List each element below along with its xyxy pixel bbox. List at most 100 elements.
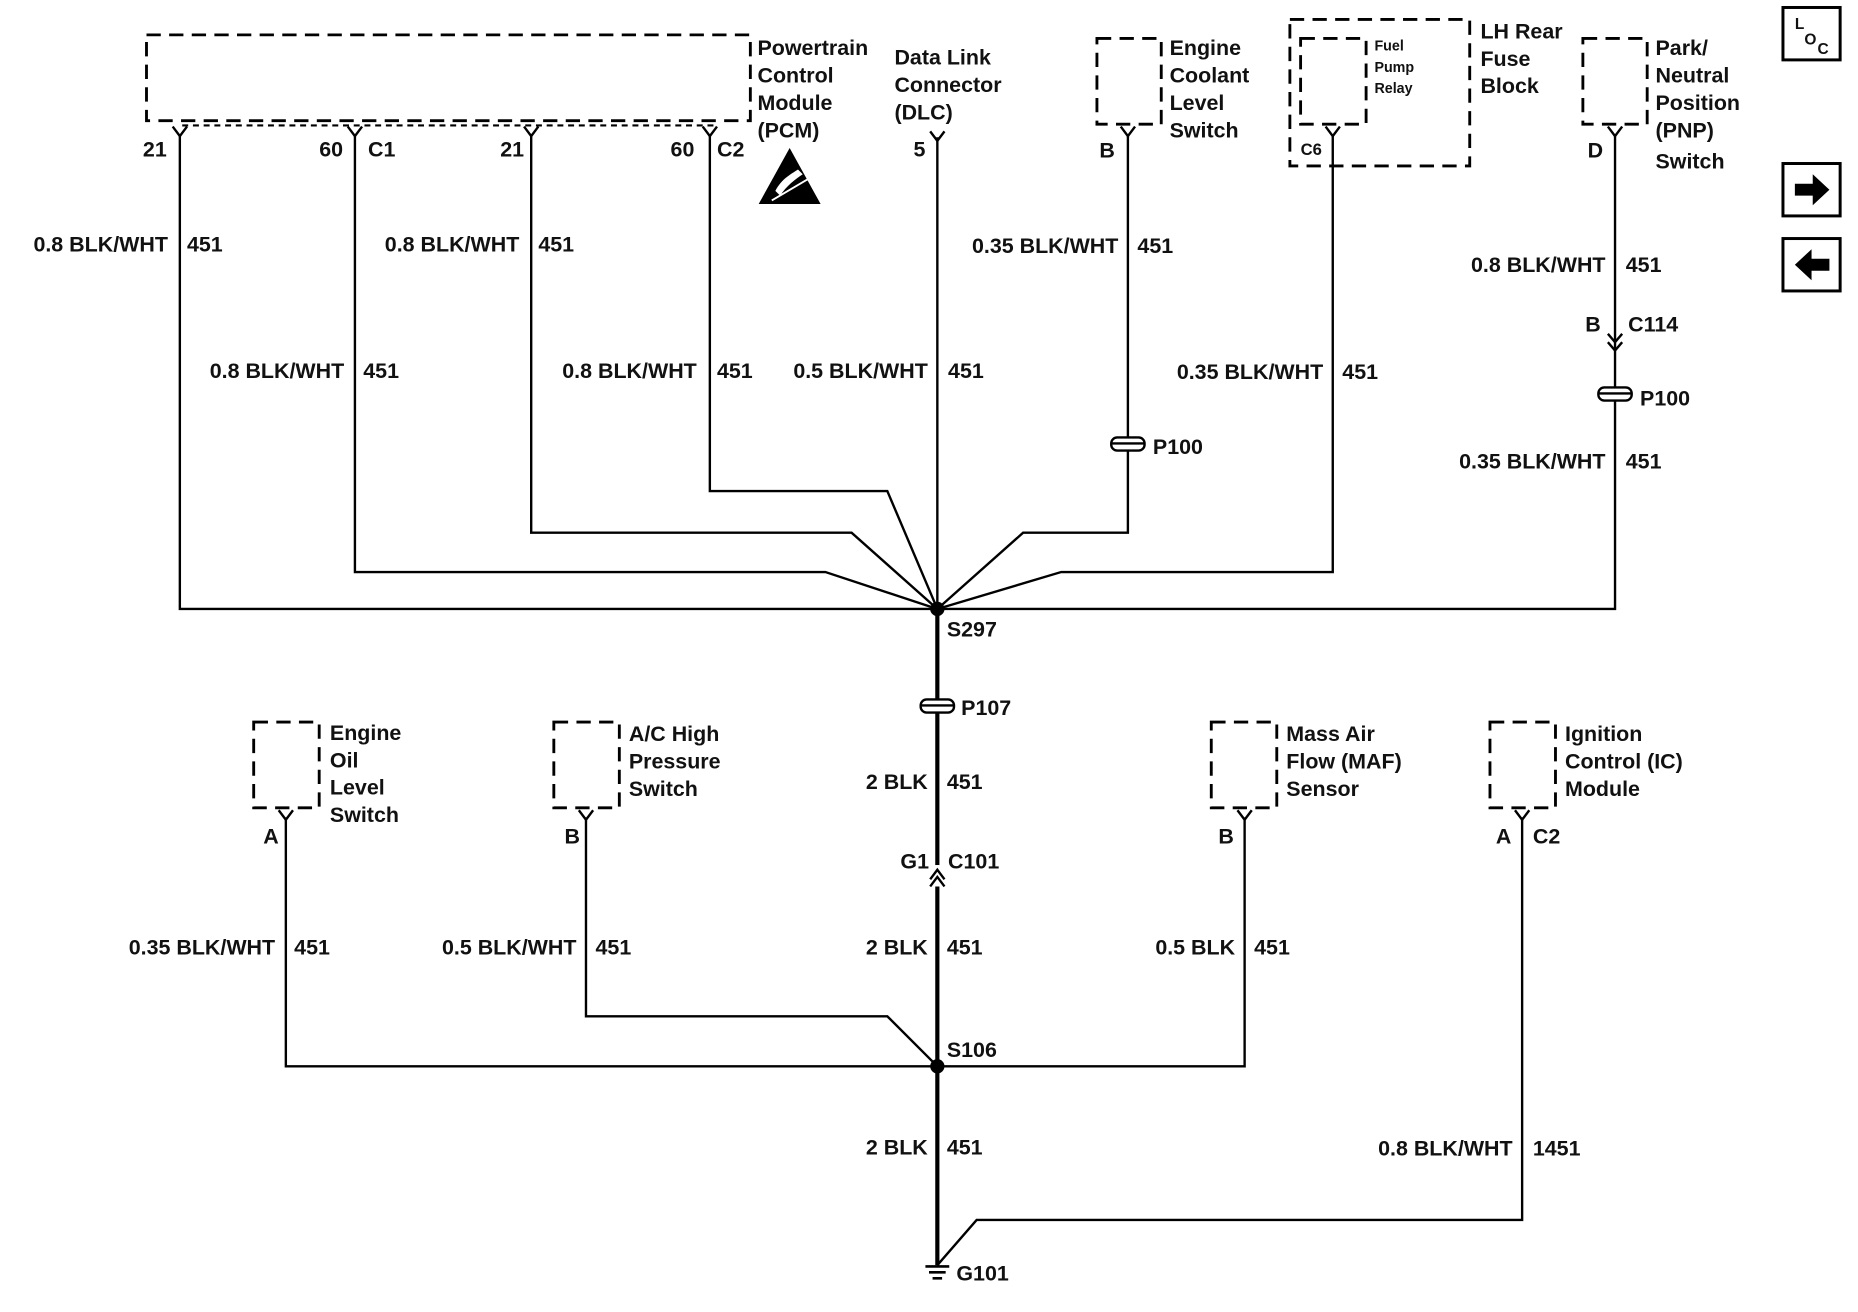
p100-pnp-label: P100 xyxy=(1640,386,1690,410)
maf-wire-circuit: 451 xyxy=(1254,935,1290,959)
pnp-label-3: Position xyxy=(1656,91,1741,115)
pin-oil-a: A xyxy=(263,825,278,849)
maf-sensor-outline xyxy=(1209,720,1279,810)
wire-circuit-2: 451 xyxy=(363,359,399,383)
pin-pnp-d: D xyxy=(1588,139,1603,163)
ic-label-3: Module xyxy=(1565,777,1640,801)
ic-label-1: Ignition xyxy=(1565,722,1642,746)
trunk-spec-2: 2 BLK xyxy=(866,935,928,959)
p100-coolant-grommet xyxy=(1110,436,1146,452)
wire-spec-4: 0.8 BLK/WHT xyxy=(562,359,696,383)
wire-circuit-8a: 451 xyxy=(1626,253,1662,277)
pcm-outline xyxy=(145,33,752,127)
wires-upper xyxy=(178,134,1617,611)
pnp-label-2: Neutral xyxy=(1656,64,1730,88)
ac-label-3: Switch xyxy=(629,777,698,801)
g101-label: G101 xyxy=(956,1262,1008,1286)
wires-lower xyxy=(284,608,1524,1266)
coolant-label-1: Engine xyxy=(1170,36,1241,60)
ac-wire-spec: 0.5 BLK/WHT xyxy=(442,935,576,959)
c114-label: C114 xyxy=(1628,312,1678,336)
location-main-letter: L xyxy=(1795,16,1804,33)
fuel-pump-relay-outline xyxy=(1299,37,1368,126)
oil-label-3: Level xyxy=(330,776,385,800)
p100-pnp-grommet xyxy=(1597,386,1633,402)
wire-circuit-5: 451 xyxy=(948,359,984,383)
next-page-button[interactable] xyxy=(1781,162,1842,218)
pcm-label-3: Module xyxy=(757,91,832,115)
wire-spec-1: 0.8 BLK/WHT xyxy=(33,233,167,257)
trunk-spec-1: 2 BLK xyxy=(866,770,928,794)
wire-spec-2: 0.8 BLK/WHT xyxy=(210,359,344,383)
pcm-label-1: Powertrain xyxy=(757,36,868,60)
oil-label-1: Engine xyxy=(330,721,401,745)
oil-label-2: Oil xyxy=(330,748,359,772)
p107-label: P107 xyxy=(961,696,1011,720)
c101-connector-symbol xyxy=(929,865,946,888)
s106-label: S106 xyxy=(947,1038,997,1062)
pin-pcm-c2-21: 21 xyxy=(500,137,524,161)
pin-pcm-c1-21: 21 xyxy=(143,137,167,161)
pcm-label-2: Control xyxy=(757,64,833,88)
pnp-label-1: Park/ xyxy=(1656,36,1708,60)
wire-circuit-8b: 451 xyxy=(1626,449,1662,473)
connector-ic-c2: C2 xyxy=(1533,825,1560,849)
location-button[interactable]: L O C xyxy=(1781,5,1842,62)
relay-label-3: Relay xyxy=(1374,81,1412,97)
ic-wire-circuit: 1451 xyxy=(1533,1137,1581,1161)
fuse-block-outline xyxy=(1288,17,1472,168)
relay-label-1: Fuel xyxy=(1374,38,1403,54)
ic-label-2: Control (IC) xyxy=(1565,750,1683,774)
wire-circuit-3: 451 xyxy=(538,233,574,257)
p107-grommet xyxy=(919,698,956,714)
ac-label-1: A/C High xyxy=(629,722,719,746)
pin-pcm-c1-60: 60 xyxy=(319,137,343,161)
pin-terminals xyxy=(171,125,1624,822)
p100-coolant-label: P100 xyxy=(1153,435,1203,459)
fuse-block-label-2: Fuse xyxy=(1480,47,1530,71)
maf-label-2: Flow (MAF) xyxy=(1286,750,1401,774)
trunk-circuit-1: 451 xyxy=(947,770,983,794)
fuse-block-label-1: LH Rear xyxy=(1480,19,1563,43)
pnp-label-4: (PNP) xyxy=(1656,118,1714,142)
trunk-circuit-2: 451 xyxy=(947,935,983,959)
pnp-switch-outline xyxy=(1581,37,1649,126)
maf-wire-spec: 0.5 BLK xyxy=(1155,935,1235,959)
pin-pcm-c2-60: 60 xyxy=(671,137,695,161)
splice-s297-dot xyxy=(930,601,945,617)
pin-maf-b: B xyxy=(1218,825,1233,849)
location-sub-letter-1: O xyxy=(1804,31,1816,48)
connector-pcm-c1: C1 xyxy=(368,137,395,161)
wire-spec-6: 0.35 BLK/WHT xyxy=(972,234,1118,258)
coolant-label-3: Level xyxy=(1170,91,1225,115)
wire-spec-8a: 0.8 BLK/WHT xyxy=(1471,253,1605,277)
oil-wire-circuit: 451 xyxy=(294,935,330,959)
c101-label: C101 xyxy=(948,850,999,874)
pin-coolant-b: B xyxy=(1099,139,1114,163)
location-sub-letter-2: C xyxy=(1818,41,1829,58)
ic-wire-spec: 0.8 BLK/WHT xyxy=(1378,1137,1512,1161)
wire-circuit-4: 451 xyxy=(717,359,753,383)
ac-switch-outline xyxy=(552,720,621,810)
dlc-label-3: (DLC) xyxy=(894,100,952,124)
pcm-label-4: (PCM) xyxy=(757,118,819,142)
wire-spec-3: 0.8 BLK/WHT xyxy=(385,233,519,257)
dlc-label-2: Connector xyxy=(894,73,1002,97)
previous-page-button[interactable] xyxy=(1781,237,1842,293)
wire-spec-8b: 0.35 BLK/WHT xyxy=(1459,449,1605,473)
ic-module-outline xyxy=(1488,720,1557,810)
coolant-label-2: Coolant xyxy=(1170,64,1250,88)
pnp-label-5: Switch xyxy=(1656,149,1725,173)
c114-pin-label: B xyxy=(1585,312,1600,336)
fuse-block-label-3: Block xyxy=(1480,74,1538,98)
connector-pcm-c2: C2 xyxy=(717,137,744,161)
ac-label-2: Pressure xyxy=(629,750,721,774)
dlc-label-1: Data Link xyxy=(894,46,991,70)
pin-dlc-5: 5 xyxy=(914,137,926,161)
arrow-left-icon xyxy=(1794,249,1830,281)
coolant-switch-outline xyxy=(1095,37,1163,126)
c114-connector-symbol xyxy=(1606,333,1624,353)
wire-spec-5: 0.5 BLK/WHT xyxy=(793,359,927,383)
c101-pin-label: G1 xyxy=(900,850,929,874)
